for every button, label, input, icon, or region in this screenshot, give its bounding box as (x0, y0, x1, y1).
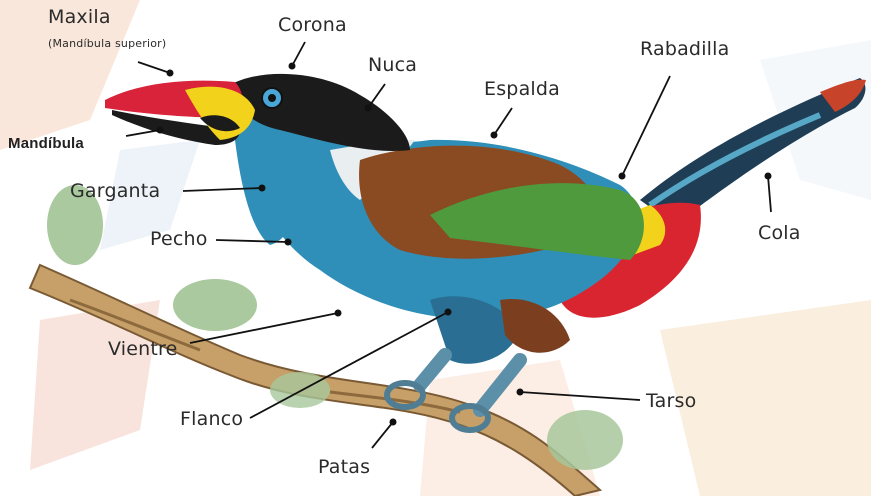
label-flanco: Flanco (180, 410, 243, 429)
label-nuca: Nuca (368, 56, 417, 75)
label-espalda: Espalda (484, 80, 560, 99)
label-pecho: Pecho (150, 230, 208, 249)
line-mandibula (126, 130, 160, 136)
line-maxila (138, 62, 170, 73)
label-vientre: Vientre (108, 340, 178, 359)
label-tarso: Tarso (646, 392, 696, 411)
label-corona: Corona (278, 16, 347, 35)
label-maxila-note: (Mandíbula superior) (48, 38, 166, 49)
line-nuca (368, 84, 385, 108)
line-cola (768, 176, 771, 212)
label-rabadilla: Rabadilla (640, 40, 729, 59)
bird-body (240, 115, 644, 364)
label-patas: Patas (318, 458, 370, 477)
label-mandibula: Mandíbula (8, 136, 84, 151)
label-cola: Cola (758, 224, 801, 243)
line-rabadilla (622, 76, 670, 176)
line-patas (372, 422, 393, 448)
line-espalda (494, 108, 512, 135)
line-corona (292, 42, 305, 66)
label-maxila: Maxila (48, 8, 111, 27)
label-garganta: Garganta (70, 182, 160, 201)
